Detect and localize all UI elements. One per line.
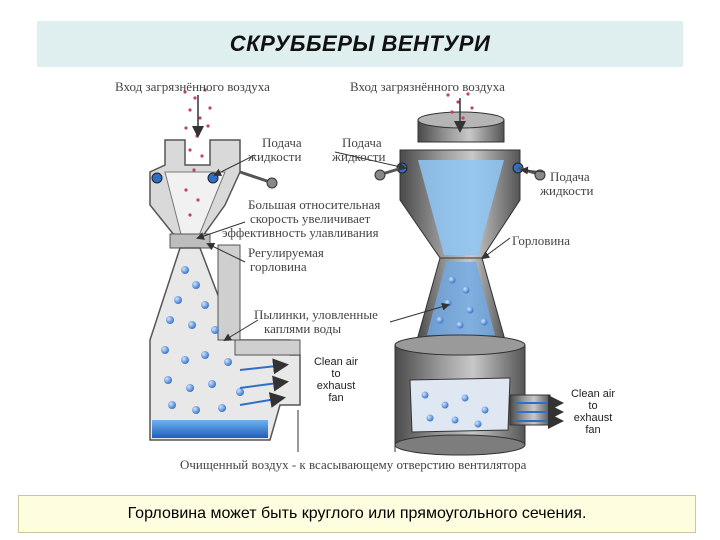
title-bar: СКРУББЕРЫ ВЕНТУРИ: [37, 21, 683, 67]
label-liquid-mid-2: жидкости: [332, 149, 386, 164]
page-title: СКРУББЕРЫ ВЕНТУРИ: [229, 31, 491, 56]
label-clean-right-1: Clean air: [570, 388, 616, 400]
label-clean-left-1: Clean air: [313, 356, 359, 368]
label-bottom: Очищенный воздух - к всасывающему отверс…: [180, 457, 527, 472]
label-dust-2: каплями воды: [264, 321, 342, 336]
label-clean-left: Clean air to exhaust fan: [306, 356, 366, 404]
right-scrubber: [374, 92, 564, 456]
label-inlet-right: Вход загрязнённого воздуха: [350, 79, 505, 94]
left-scrubber: [149, 88, 301, 441]
label-clean-right-4: fan: [585, 424, 601, 436]
caption: Горловина может быть круглого или прямоу…: [127, 505, 587, 522]
label-adjustable-1: Регулируемая: [248, 245, 324, 260]
label-speed-1: Большая относительная: [248, 197, 381, 212]
label-liquid-right-2: жидкости: [540, 183, 594, 198]
label-throat: Горловина: [512, 233, 571, 248]
label-clean-right-3: exhaust: [573, 412, 613, 424]
label-liquid-mid-1: Подача: [342, 135, 382, 150]
caption-bar: Горловина может быть круглого или прямоу…: [18, 495, 696, 533]
label-liquid-right-1: Подача: [550, 169, 590, 184]
label-dust-1: Пылинки, уловленные: [254, 307, 378, 322]
label-clean-right-2: to: [588, 400, 598, 412]
label-speed-2: скорость увеличивает: [250, 211, 371, 226]
label-liquid-left-1: Подача: [262, 135, 302, 150]
label-adjustable-2: горловина: [250, 259, 307, 274]
label-clean-left-2: to: [331, 368, 341, 380]
label-speed-3: эффективность улавливания: [222, 225, 379, 240]
label-clean-left-4: fan: [328, 392, 344, 404]
label-clean-left-3: exhaust: [316, 380, 356, 392]
label-inlet-left: Вход загрязнённого воздуха: [115, 79, 270, 94]
label-liquid-left-2: жидкости: [248, 149, 302, 164]
label-clean-right: Clean air to exhaust fan: [563, 388, 623, 436]
